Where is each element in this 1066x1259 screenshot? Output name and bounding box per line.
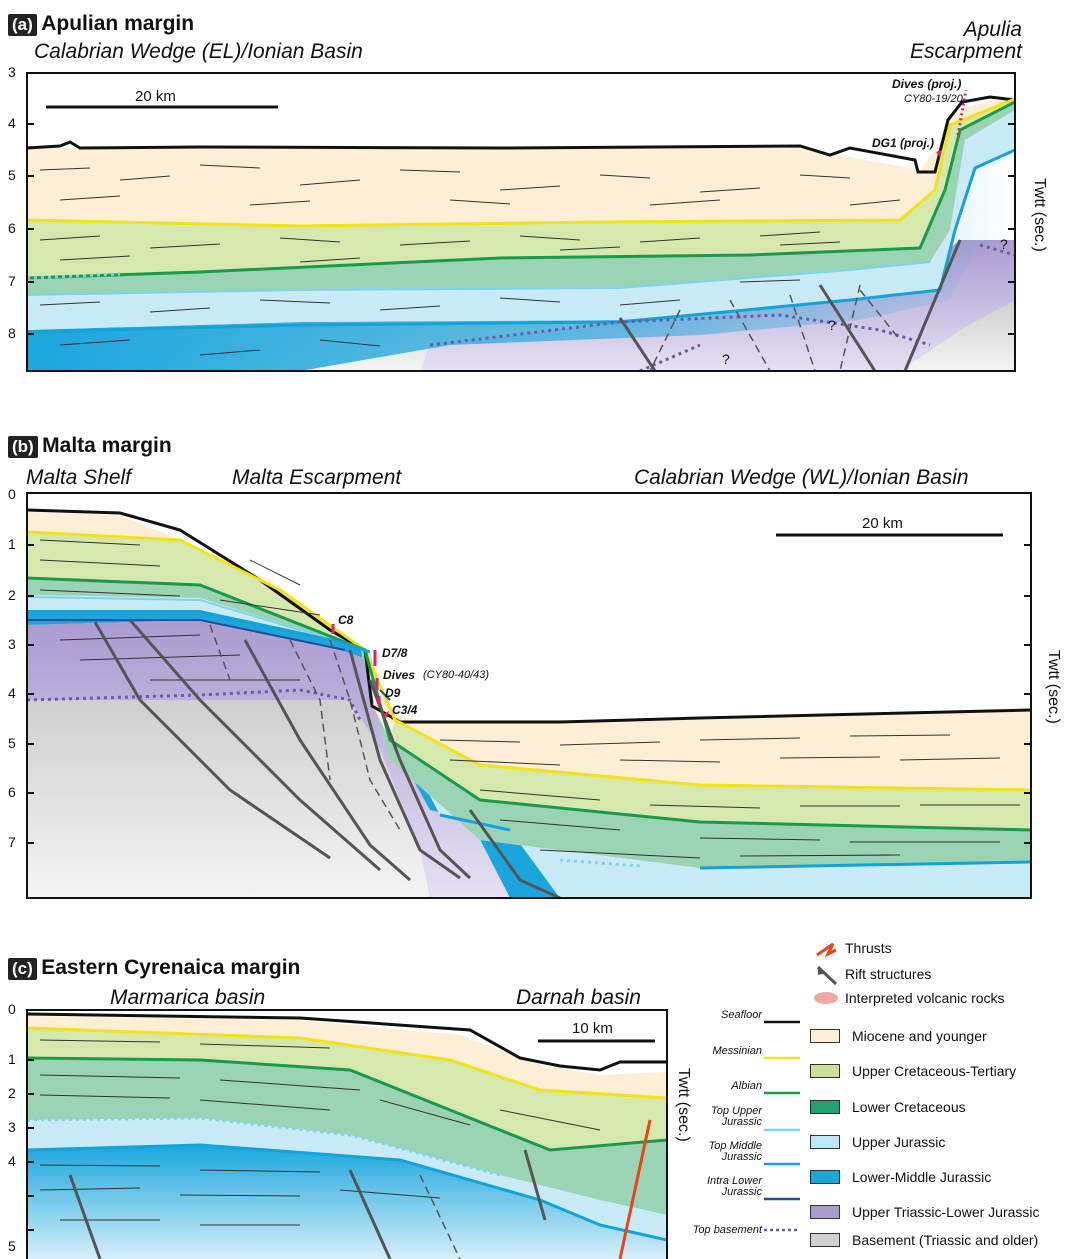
panel-c-tick-3: 3: [8, 1119, 16, 1135]
legend-unit-lower-cretaceous-label: Lower Cretaceous: [852, 1099, 966, 1115]
legend-rift-label: Rift structures: [845, 966, 932, 982]
panel-a-question-3: ?: [1000, 236, 1008, 252]
panel-a-frame: [26, 72, 1016, 372]
panel-b-tick-3: 3: [8, 636, 16, 652]
panel-a-right-label-2: Escarpment: [909, 40, 1022, 63]
panel-b-scale-label: 20 km: [862, 515, 903, 532]
panel-b-frame: [26, 492, 1032, 899]
legend-volcanic: Interpreted volcanic rocks: [845, 990, 1005, 1006]
panel-b-d78-label: D7/8: [382, 646, 408, 660]
panel-c-header: (c) Eastern Cyrenaica margin: [8, 956, 300, 980]
legend-unit-upper-triassic-label: Upper Triassic-Lower Jurassic: [852, 1204, 1040, 1220]
legend-unit-lower-cretaceous: Lower Cretaceous: [810, 1099, 966, 1115]
legend-volcanic-label: Interpreted volcanic rocks: [845, 990, 1005, 1006]
legend-line-top-upper-jurassic: Top Upper Jurassic: [711, 1105, 762, 1128]
panel-b-tick-7: 7: [8, 834, 16, 850]
thrust-symbol: [816, 942, 837, 958]
panel-a-dives-label: Dives (proj.): [892, 77, 962, 91]
legend-thrusts-label: Thrusts: [845, 940, 892, 956]
legend-line-albian: Albian: [731, 1080, 762, 1092]
panel-b-axis-label: Twtt (sec.): [1045, 650, 1062, 724]
panel-c-tick-2: 2: [8, 1085, 16, 1101]
panel-c-scale-label: 10 km: [572, 1020, 613, 1037]
swatch-upper-triassic: [810, 1205, 840, 1219]
panel-a-title: Apulian margin: [41, 12, 195, 35]
panel-c-tick-0: 0: [8, 1001, 16, 1017]
panel-b-tick-4: 4: [8, 685, 16, 701]
panel-c-axis-label: Twtt (sec.): [675, 1068, 692, 1142]
panel-b-dives-label: Dives: [383, 668, 416, 682]
legend-unit-basement-label: Basement (Triassic and older): [852, 1232, 1039, 1248]
legend-unit-lower-middle-jurassic: Lower-Middle Jurassic: [810, 1169, 991, 1185]
panel-b-d9-label: D9: [385, 686, 401, 700]
swatch-miocene: [810, 1029, 840, 1043]
panel-b-title: Malta margin: [42, 434, 172, 457]
panel-b-cy-label: (CY80-40/43): [423, 669, 490, 681]
panel-c-label-marmarica: Marmarica basin: [110, 986, 266, 1009]
panel-a-tick-3: 3: [8, 64, 16, 80]
legend-line-seafloor: Seafloor: [721, 1009, 762, 1021]
panel-a-tick-4: 4: [8, 115, 16, 131]
panel-c-tag: (c): [8, 958, 37, 980]
panel-c-frame: [26, 1009, 668, 1259]
legend-thrusts: Thrusts: [845, 940, 892, 956]
panel-b-tick-6: 6: [8, 784, 16, 800]
legend-unit-miocene-label: Miocene and younger: [852, 1028, 987, 1044]
panel-c-label-darnah: Darnah basin: [516, 986, 641, 1009]
panel-b-label-malta-shelf: Malta Shelf: [26, 466, 132, 489]
panel-b-tag: (b): [8, 436, 38, 458]
panel-a-left-label: Calabrian Wedge (EL)/Ionian Basin: [34, 40, 363, 63]
panel-b-tick-5: 5: [8, 735, 16, 751]
panel-a-header: (a) Apulian margin: [8, 12, 194, 36]
panel-c-section: [27, 1010, 667, 1259]
panel-a-question-1: ?: [828, 317, 836, 333]
panel-c-tick-1: 1: [8, 1051, 16, 1067]
swatch-upper-jurassic: [810, 1135, 840, 1149]
panel-a-dg1-label: DG1 (proj.): [872, 136, 934, 150]
legend-line-top-middle-jurassic: Top Middle Jurassic: [708, 1140, 762, 1163]
panel-b-c8-label: C8: [338, 613, 354, 627]
swatch-basement: [810, 1233, 840, 1247]
panel-b-tick-2: 2: [8, 587, 16, 603]
panel-a-tag: (a): [8, 14, 37, 36]
panel-b-c34-label: C3/4: [392, 703, 418, 717]
panel-a-section: [27, 73, 1015, 371]
panel-a-tick-6: 6: [8, 220, 16, 236]
panel-b-tick-1: 1: [8, 536, 16, 552]
panel-b-tick-0: 0: [8, 486, 16, 502]
legend-unit-basement: Basement (Triassic and older): [810, 1232, 1038, 1248]
panel-a-cy-label: CY80-19/20: [904, 93, 963, 105]
panel-b-label-malta-escarpment: Malta Escarpment: [232, 466, 402, 489]
panel-c-tick-4: 4: [8, 1153, 16, 1169]
legend-unit-upper-cretaceous-label: Upper Cretaceous-Tertiary: [852, 1063, 1017, 1079]
legend-unit-miocene: Miocene and younger: [810, 1028, 987, 1044]
panel-a-tick-8: 8: [8, 325, 16, 341]
volcanic-symbol: [814, 992, 838, 1004]
panel-a-question-2: ?: [722, 351, 730, 367]
legend-unit-upper-jurassic-label: Upper Jurassic: [852, 1134, 946, 1150]
legend-rift: Rift structures: [845, 966, 931, 982]
legend-unit-lower-middle-jurassic-label: Lower-Middle Jurassic: [852, 1169, 992, 1185]
panel-a-axis-label: Twtt (sec.): [1031, 178, 1048, 252]
panel-c-title: Eastern Cyrenaica margin: [41, 956, 301, 979]
panel-a-scale-label: 20 km: [135, 88, 176, 105]
legend-unit-upper-jurassic: Upper Jurassic: [810, 1134, 945, 1150]
panel-a-tick-7: 7: [8, 273, 16, 289]
swatch-upper-cretaceous: [810, 1064, 840, 1078]
legend-line-messinian: Messinian: [712, 1045, 762, 1057]
panel-c-tick-5: 5: [8, 1238, 16, 1254]
legend-unit-upper-cretaceous: Upper Cretaceous-Tertiary: [810, 1063, 1016, 1079]
legend-line-top-basement: Top basement: [692, 1224, 762, 1236]
legend-line-intra-lower-jurassic: Intra Lower Jurassic: [706, 1175, 762, 1198]
legend-unit-upper-triassic: Upper Triassic-Lower Jurassic: [810, 1204, 1040, 1220]
panel-b-section: [27, 493, 1031, 898]
panel-b-label-calabrian: Calabrian Wedge (WL)/Ionian Basin: [634, 466, 969, 489]
swatch-lower-cretaceous: [810, 1100, 840, 1114]
legend-graphics: [764, 942, 838, 1232]
panel-a-tick-5: 5: [8, 167, 16, 183]
panel-b-header: (b) Malta margin: [8, 434, 172, 458]
swatch-lower-middle-jurassic: [810, 1170, 840, 1184]
panel-a-right-label-1: Apulia: [963, 18, 1022, 41]
